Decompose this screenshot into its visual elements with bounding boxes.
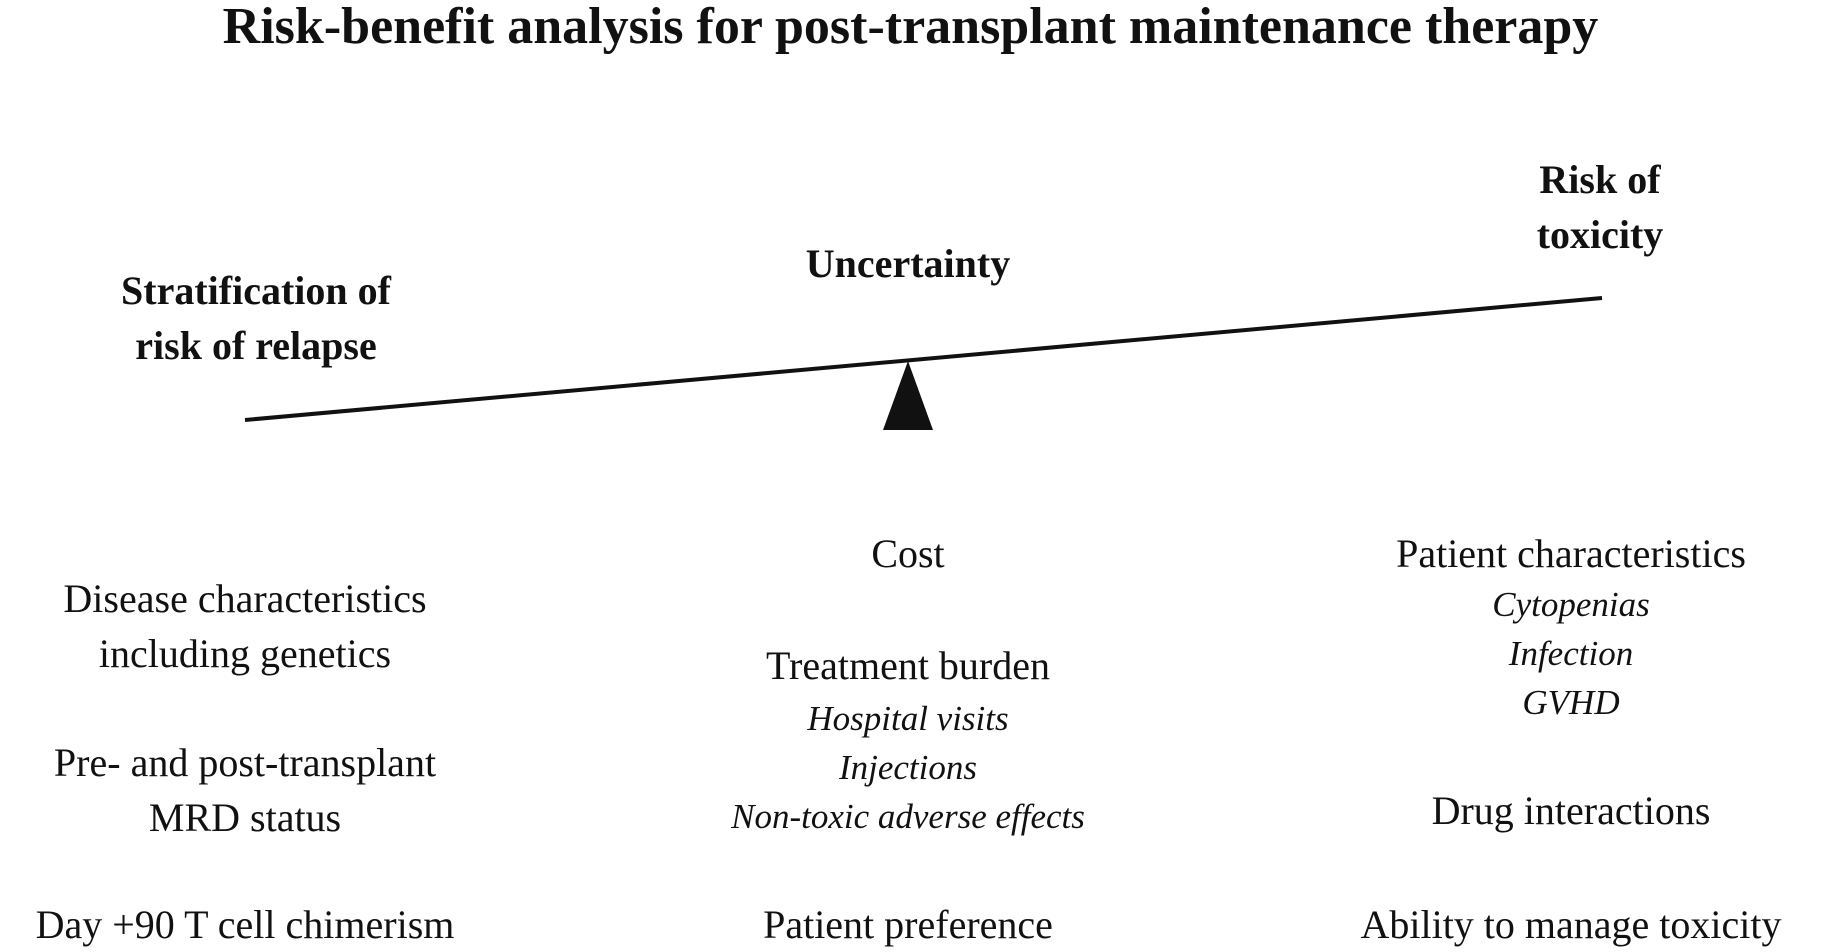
fulcrum-triangle <box>883 361 933 430</box>
left-beam-label-line: Stratification of <box>121 268 391 313</box>
manage-toxicity-item: Ability to manage toxicity <box>1360 902 1782 947</box>
treatment-burden-item: Treatment burden <box>765 643 1051 688</box>
cost-item: Cost <box>871 531 945 576</box>
disease-characteristics-item: Disease characteristics including geneti… <box>0 571 490 681</box>
balance-beam <box>244 296 1603 422</box>
right-beam-label-line: Risk of <box>1539 157 1661 202</box>
patient-characteristics-subitem: Cytopenias <box>1492 585 1650 624</box>
patient-characteristics-subitem: GVHD <box>1522 683 1620 722</box>
item-line: Pre- and post-transplant <box>53 740 437 785</box>
right-beam-label: Risk of toxicity <box>1400 152 1800 262</box>
treatment-burden-subitem: Hospital visits <box>807 699 1009 738</box>
patient-characteristics-item: Patient characteristics <box>1396 531 1746 576</box>
mrd-status-item: Pre- and post-transplant MRD status <box>0 735 490 845</box>
item-line: including genetics <box>98 631 392 676</box>
right-beam-label-line: toxicity <box>1536 212 1664 257</box>
left-beam-label: Stratification of risk of relapse <box>56 263 456 373</box>
patient-preference-item: Patient preference <box>763 902 1053 947</box>
center-beam-label: Uncertainty <box>805 241 1011 286</box>
treatment-burden-subitem: Injections <box>838 748 978 787</box>
diagram-title: Risk-benefit analysis for post-transplan… <box>222 0 1599 55</box>
left-beam-label-line: risk of relapse <box>135 323 377 368</box>
patient-characteristics-subitem: Infection <box>1508 634 1634 673</box>
item-line: Disease characteristics <box>63 576 427 621</box>
item-line: MRD status <box>148 795 342 840</box>
drug-interactions-item: Drug interactions <box>1431 788 1711 833</box>
treatment-burden-subitem: Non-toxic adverse effects <box>731 797 1085 836</box>
chimerism-item: Day +90 T cell chimerism <box>35 902 455 947</box>
